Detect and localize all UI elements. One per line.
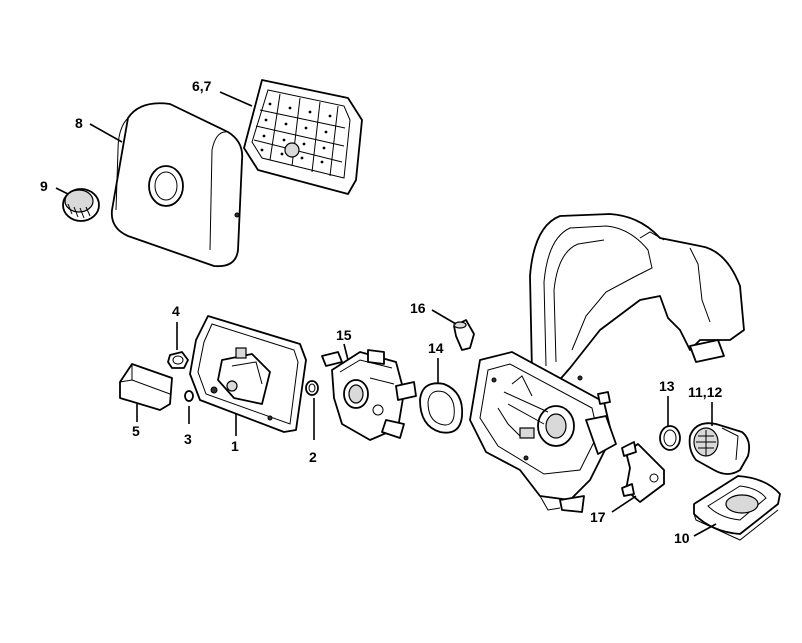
part-label-6-7: 6,7	[192, 78, 212, 94]
leader-line-6-7	[219, 91, 253, 107]
leader-line-9	[55, 187, 69, 195]
part-label-1: 1	[231, 438, 239, 454]
part-label-4: 4	[172, 303, 180, 319]
part-label-15: 15	[336, 327, 352, 343]
part-label-3: 3	[184, 431, 192, 447]
mounting-plate-part[interactable]	[621, 441, 665, 503]
fitting-part[interactable]	[453, 319, 475, 351]
leader-line-8	[89, 123, 123, 143]
part-label-9: 9	[40, 178, 48, 194]
ring-part[interactable]	[659, 425, 681, 451]
carburetor-part[interactable]	[321, 349, 417, 441]
part-label-2: 2	[309, 449, 317, 465]
part-label-16: 16	[410, 300, 426, 316]
gasket-part[interactable]	[419, 382, 464, 434]
gasket-frame-part[interactable]	[693, 475, 781, 541]
part-label-11-12: 11,12	[688, 384, 722, 400]
filter-knob-part[interactable]	[62, 188, 100, 222]
part-label-13: 13	[659, 378, 675, 394]
leader-line-16	[431, 309, 457, 325]
carburetor-box-part[interactable]	[189, 315, 307, 433]
part-label-8: 8	[75, 115, 83, 131]
part-label-5: 5	[132, 423, 140, 439]
o-ring-part[interactable]	[184, 390, 194, 402]
nut-part[interactable]	[167, 351, 189, 369]
part-label-14: 14	[428, 340, 444, 356]
intake-flange-part[interactable]	[688, 422, 751, 475]
part-label-17: 17	[590, 509, 606, 525]
part-label-10: 10	[674, 530, 690, 546]
leader-line-10	[693, 523, 717, 537]
air-filter-part[interactable]	[243, 79, 363, 195]
leader-line-17	[611, 495, 637, 513]
main-housing-part[interactable]	[469, 213, 745, 513]
grommet-part[interactable]	[305, 380, 319, 396]
leader-line-15	[343, 343, 349, 361]
foam-block-part[interactable]	[119, 363, 173, 411]
shroud-cover-part[interactable]	[110, 102, 244, 268]
